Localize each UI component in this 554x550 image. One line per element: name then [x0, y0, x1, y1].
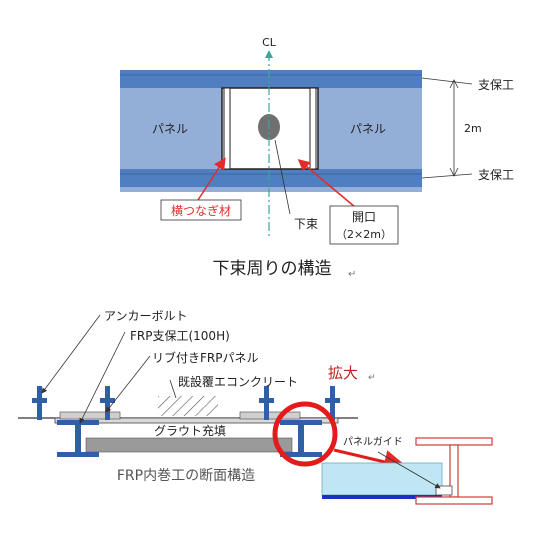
- panel-right-label: パネル: [350, 122, 386, 136]
- h-beam-left: [57, 420, 99, 457]
- panel-left-label: パネル: [152, 122, 188, 136]
- support-band-top: [120, 70, 422, 88]
- grout-fill: [85, 437, 293, 453]
- support-top-label: 支保工: [478, 78, 514, 92]
- opening-label-box: [329, 205, 399, 245]
- support-bottom-label: 支保工: [478, 168, 514, 182]
- top-plan-view: CL パネル パネル 支保工 支保工 2m 横つなぎ材 下束 開口 （2×2m）…: [120, 36, 514, 280]
- anchor-bolt-label: アンカーボルト: [104, 309, 188, 323]
- panel-guide: [435, 485, 453, 496]
- dimension-label: 2m: [464, 122, 482, 135]
- cl-label: CL: [262, 36, 277, 49]
- h-beam-right: [280, 420, 322, 457]
- bottom-caption: FRP内巻工の断面構造: [117, 468, 255, 484]
- opening-size: （2×2m）: [336, 228, 392, 241]
- tie-label: 横つなぎ材: [171, 204, 231, 218]
- top-caption: 下束周りの構造: [213, 259, 332, 279]
- tie-bar-right: [309, 87, 317, 170]
- lower-bundle-label: 下束: [294, 217, 318, 231]
- ribbed-panel-label: リブ付きFRPパネル: [152, 350, 258, 365]
- detail-panel-body: [321, 462, 443, 496]
- tie-label-box: [160, 199, 242, 221]
- top-caption-mark: ↵: [348, 269, 356, 280]
- existing-concrete-hatch: [158, 396, 218, 416]
- existing-concrete-label: 既設覆エコンクリート: [178, 374, 298, 389]
- tie-bar-left: [223, 87, 231, 170]
- enlarge-label: 拡大: [328, 364, 358, 382]
- frp-panel-plate: [54, 417, 339, 424]
- grout-label: グラウト充填: [154, 423, 226, 438]
- dimension-2m: 2m: [449, 79, 482, 177]
- detail-view: パネルガイド: [321, 436, 493, 505]
- opening-title: 開口: [352, 210, 376, 224]
- panel-guide-label: パネルガイド: [343, 436, 403, 448]
- opening-arrow: [297, 159, 356, 208]
- anchor-bolts: [32, 386, 340, 420]
- frp-support-label: FRP支保工(100H): [130, 329, 230, 343]
- support-band-bottom: [120, 169, 422, 187]
- tie-arrow: [197, 157, 226, 201]
- enlarge-mark: ↵: [368, 373, 376, 383]
- bottom-section-view: アンカーボルト FRP支保工(100H) リブ付きFRPパネル 既設覆エコンクリ…: [18, 309, 493, 505]
- detail-panel-base: [322, 495, 442, 499]
- enlarge-ring: [272, 401, 338, 467]
